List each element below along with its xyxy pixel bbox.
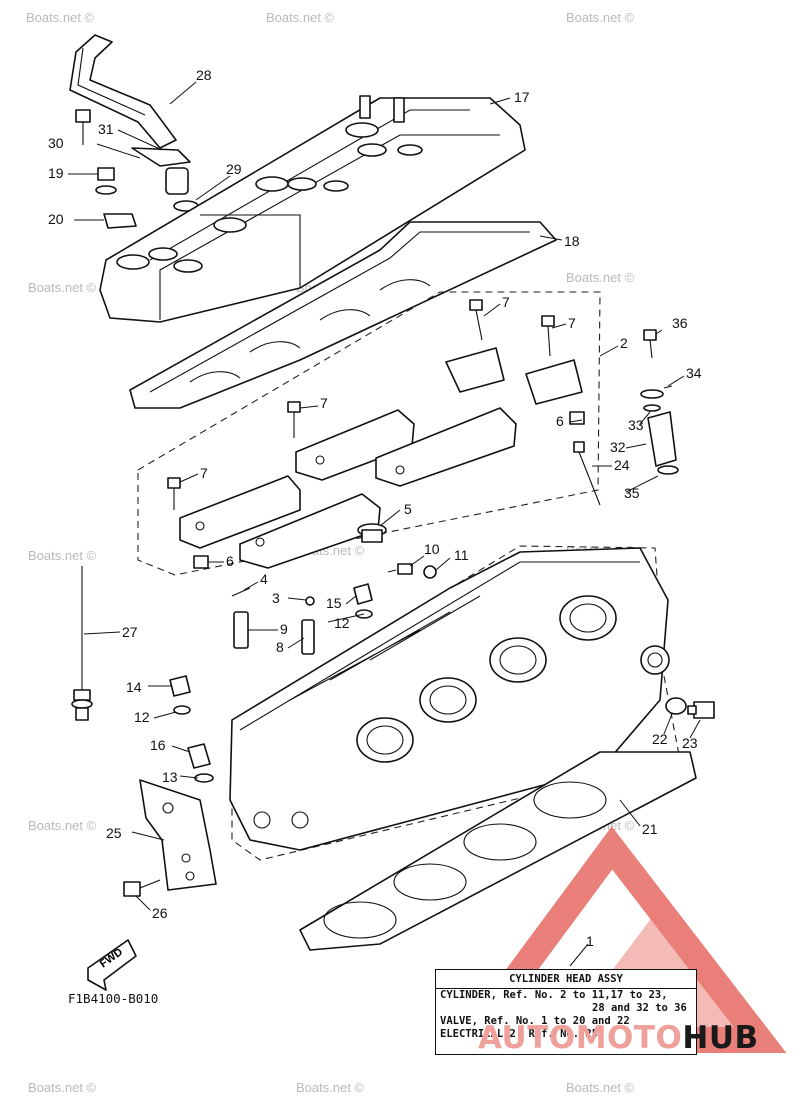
callout-6: 6 [556,413,564,429]
assembly-info-box: CYLINDER HEAD ASSY CYLINDER, Ref. No. 2 … [435,969,697,1055]
callout-14: 14 [126,679,142,695]
callout-1: 1 [586,933,594,949]
brand-wordmark: AUTOMOTOHUB [478,1020,759,1056]
info-box-row: 28 and 32 to 36 [592,1002,687,1014]
callout-12: 12 [134,709,150,725]
diagram-code: F1B4100-B010 [68,991,159,1006]
watermark: Boats.net © [28,280,97,295]
callout-36: 36 [672,315,688,331]
bracket [123,779,217,897]
info-box-title: CYLINDER HEAD ASSY [436,970,696,989]
callout-34: 34 [686,365,702,381]
callout-5: 5 [404,501,412,517]
info-box-row: CYLINDER, Ref. No. 2 to 11,17 to 23, [440,989,668,1001]
callout-23: 23 [682,735,698,751]
watermark: Boats.net © [28,548,97,563]
fwd-arrow-icon: FWD [87,939,137,991]
callout-25: 25 [106,825,122,841]
leader-lines [68,81,701,967]
callout-7: 7 [200,465,208,481]
callout-7: 7 [320,395,328,411]
brand-part-2: HUB [682,1020,759,1056]
callout-29: 29 [226,161,242,177]
callout-16: 16 [150,737,166,753]
watermark: Boats.net © [566,270,635,285]
head-bolt [71,566,93,721]
callout-35: 35 [624,485,640,501]
watermark: Boats.net © [28,818,97,833]
breather-hose [69,34,191,195]
cap-bolts [167,299,657,510]
cylinder-head [229,545,681,861]
callout-33: 33 [628,417,644,433]
watermark: Boats.net © [28,1080,97,1095]
callouts: 1 2 3 4 5 6 6 7 7 7 7 8 9 10 11 12 12 13… [48,67,702,949]
callout-32: 32 [610,439,626,455]
callout-3: 3 [272,590,280,606]
watermark: Boats.net © [26,10,95,25]
callout-22: 22 [652,731,668,747]
callout-24: 24 [614,457,630,473]
callout-17: 17 [514,89,530,105]
callout-12: 12 [334,615,350,631]
callout-18: 18 [564,233,580,249]
cover-gasket [129,221,557,409]
callout-13: 13 [162,769,178,785]
info-box-row: VALVE, Ref. No. 1 to 20 and 22 [440,1015,630,1027]
callout-7: 7 [502,294,510,310]
cylinder-head-cover [99,95,526,323]
callout-19: 19 [48,165,64,181]
cover-bolts [75,109,199,229]
callout-27: 27 [122,624,138,640]
callout-21: 21 [642,821,658,837]
assembly-outline-caps [137,291,601,576]
watermark: Boats.net © [566,10,635,25]
callout-7: 7 [568,315,576,331]
callout-2: 2 [620,335,628,351]
callout-9: 9 [280,621,288,637]
callout-11: 11 [454,547,469,563]
watermark: Boats.net © [296,1080,365,1095]
callout-10: 10 [424,541,440,557]
watermark: Boats.net © [566,1080,635,1095]
callout-6: 6 [226,553,234,569]
callout-15: 15 [326,595,342,611]
brand-part-1: AUTOMOTO [478,1020,683,1056]
callout-8: 8 [276,639,284,655]
watermark: Boats.net © [266,10,335,25]
head-gasket [299,751,697,951]
cam-sensor [640,385,679,475]
drain-plug [665,697,715,719]
callout-26: 26 [152,905,168,921]
callout-30: 30 [48,135,64,151]
callout-20: 20 [48,211,64,227]
callout-31: 31 [98,121,114,137]
callout-28: 28 [196,67,212,83]
camshaft-caps [179,347,583,569]
callout-4: 4 [260,571,268,587]
info-box-row: ELECTRICAL 2, Ref. No. 25 [440,1028,599,1040]
